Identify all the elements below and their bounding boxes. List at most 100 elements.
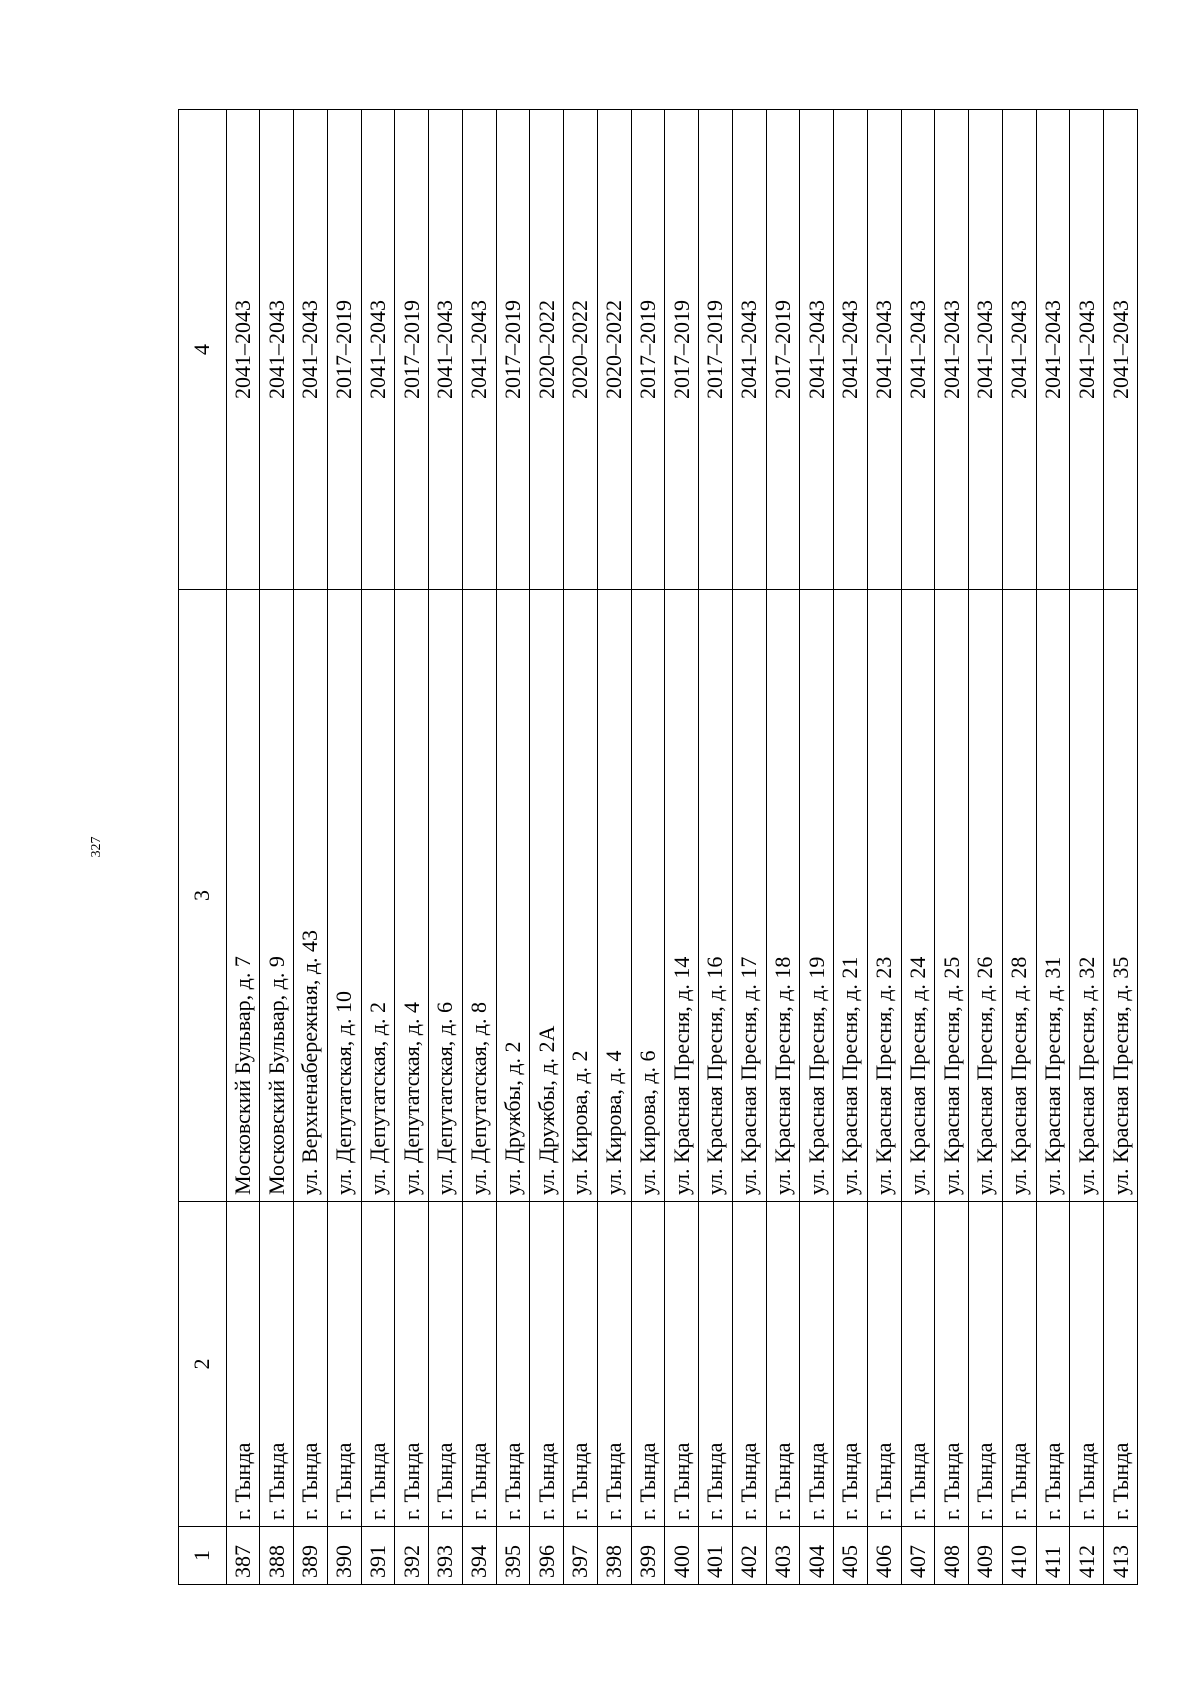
row-period: 2041–2043 (293, 109, 328, 590)
row-number: 413 (1103, 1526, 1138, 1585)
row-locality: г. Тында (496, 1201, 530, 1527)
header-col-3: 3 (178, 589, 226, 1202)
row-address: ул. Кирова, д. 4 (597, 589, 631, 1202)
row-locality: г. Тында (529, 1201, 564, 1527)
row-address: ул. Красная Пресня, д. 31 (1036, 589, 1070, 1202)
row-number: 406 (867, 1526, 901, 1585)
row-address: ул. Дружбы, д. 2 (496, 589, 530, 1202)
row-address: ул. Красная Пресня, д. 23 (867, 589, 901, 1202)
row-address: ул. Дружбы, д. 2А (529, 589, 564, 1202)
row-locality: г. Тында (1069, 1201, 1104, 1527)
row-address: ул. Красная Пресня, д. 14 (664, 589, 699, 1202)
row-locality: г. Тында (1036, 1201, 1070, 1527)
row-period: 2017–2019 (766, 109, 800, 590)
row-period: 2020–2022 (563, 109, 598, 590)
row-number: 398 (597, 1526, 631, 1585)
row-number: 411 (1036, 1526, 1070, 1585)
row-address: ул. Депутатская, д. 10 (327, 589, 361, 1202)
row-number: 397 (563, 1526, 598, 1585)
row-period: 2041–2043 (462, 109, 496, 590)
row-number: 387 (226, 1526, 260, 1585)
row-period: 2017–2019 (496, 109, 530, 590)
row-period: 2041–2043 (799, 109, 834, 590)
row-number: 392 (394, 1526, 429, 1585)
row-address: ул. Красная Пресня, д. 21 (833, 589, 868, 1202)
row-address: ул. Красная Пресня, д. 24 (901, 589, 935, 1202)
row-locality: г. Тында (968, 1201, 1003, 1527)
row-address: ул. Депутатская, д. 4 (394, 589, 429, 1202)
row-locality: г. Тында (1002, 1201, 1036, 1527)
row-period: 2041–2043 (732, 109, 766, 590)
row-number: 409 (968, 1526, 1003, 1585)
row-locality: г. Тында (1103, 1201, 1138, 1527)
header-row: 1 2 3 4 (178, 109, 226, 1585)
row-number: 390 (327, 1526, 361, 1585)
row-number: 407 (901, 1526, 935, 1585)
row-locality: г. Тында (732, 1201, 766, 1527)
row-number: 408 (934, 1526, 969, 1585)
row-address: ул. Депутатская, д. 6 (428, 589, 463, 1202)
row-period: 2041–2043 (833, 109, 868, 590)
row-address: ул. Красная Пресня, д. 32 (1069, 589, 1104, 1202)
row-address: ул. Кирова, д. 2 (563, 589, 598, 1202)
row-address: ул. Красная Пресня, д. 16 (698, 589, 733, 1202)
row-locality: г. Тында (901, 1201, 935, 1527)
row-address: ул. Красная Пресня, д. 17 (732, 589, 766, 1202)
row-number: 389 (293, 1526, 328, 1585)
row-address: ул. Красная Пресня, д. 28 (1002, 589, 1036, 1202)
row-locality: г. Тында (259, 1201, 294, 1527)
row-period: 2041–2043 (1069, 109, 1104, 590)
row-number: 410 (1002, 1526, 1036, 1585)
row-address: Московский Бульвар, д. 9 (259, 589, 294, 1202)
row-address: ул. Депутатская, д. 8 (462, 589, 496, 1202)
row-period: 2017–2019 (664, 109, 699, 590)
row-number: 405 (833, 1526, 868, 1585)
row-locality: г. Тында (293, 1201, 328, 1527)
row-locality: г. Тында (766, 1201, 800, 1527)
row-period: 2041–2043 (361, 109, 395, 590)
row-locality: г. Тында (462, 1201, 496, 1527)
row-locality: г. Тында (833, 1201, 868, 1527)
row-address: ул. Красная Пресня, д. 26 (968, 589, 1003, 1202)
row-period: 2041–2043 (428, 109, 463, 590)
header-col-4: 4 (178, 109, 226, 590)
row-address: ул. Кирова, д. 6 (631, 589, 665, 1202)
row-period: 2041–2043 (226, 109, 260, 590)
row-number: 394 (462, 1526, 496, 1585)
row-address: ул. Депутатская, д. 2 (361, 589, 395, 1202)
row-period: 2020–2022 (597, 109, 631, 590)
row-locality: г. Тында (664, 1201, 699, 1527)
row-number: 395 (496, 1526, 530, 1585)
row-locality: г. Тында (631, 1201, 665, 1527)
row-locality: г. Тында (934, 1201, 969, 1527)
row-number: 396 (529, 1526, 564, 1585)
row-number: 402 (732, 1526, 766, 1585)
row-number: 401 (698, 1526, 733, 1585)
row-address: ул. Красная Пресня, д. 19 (799, 589, 834, 1202)
row-number: 403 (766, 1526, 800, 1585)
row-number: 393 (428, 1526, 463, 1585)
row-number: 400 (664, 1526, 699, 1585)
